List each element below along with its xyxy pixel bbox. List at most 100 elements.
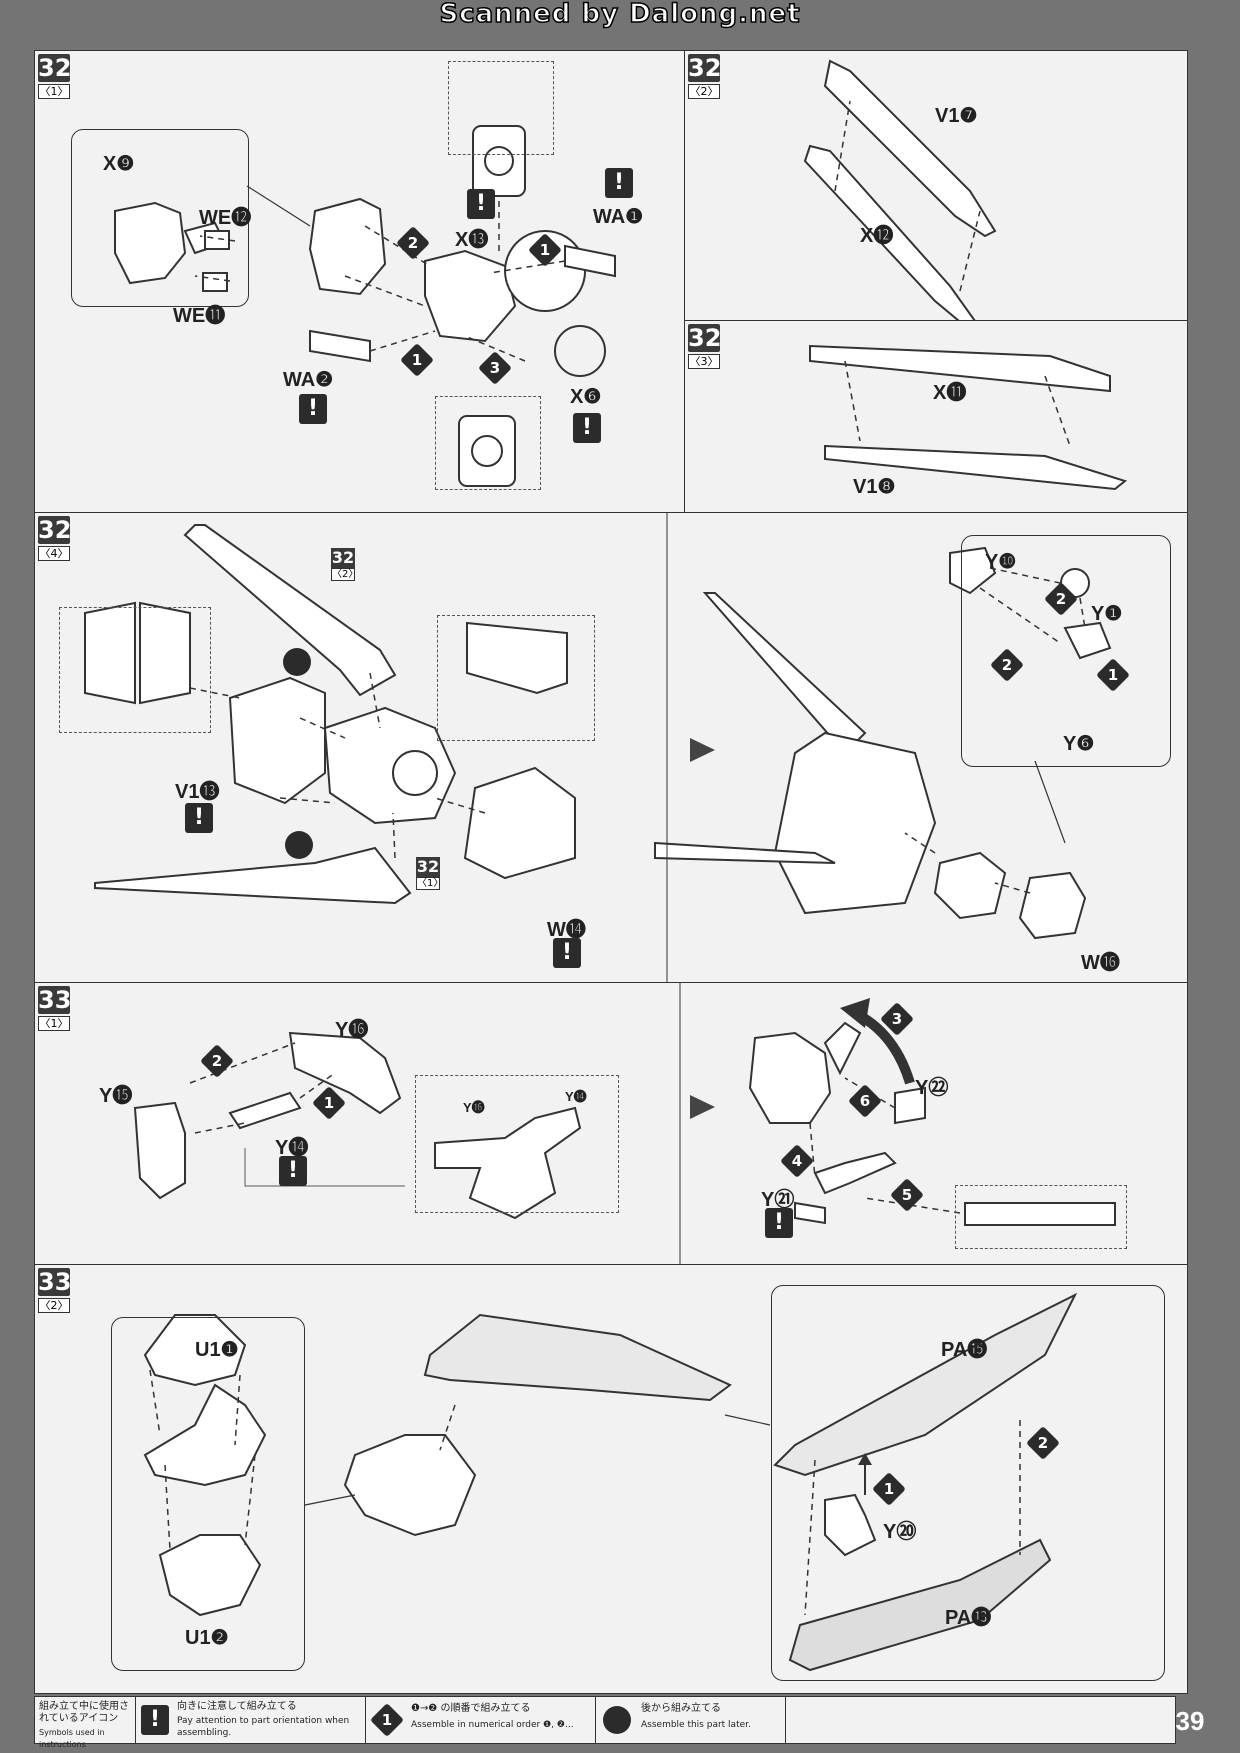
part-label: PA⓭ bbox=[945, 1607, 992, 1629]
step-badge: 33 〈2〉 bbox=[38, 1268, 72, 1313]
legend-title-jp: 組み立て中に使用されているアイコン bbox=[39, 1701, 129, 1724]
order-marker: 1 bbox=[312, 1086, 346, 1120]
legend-later-en: Assemble this part later. bbox=[641, 1720, 751, 1730]
step-substep: 〈1〉 bbox=[38, 84, 70, 99]
assembly-drawing bbox=[143, 1292, 1078, 1672]
callout-box bbox=[71, 129, 249, 307]
part-label: Y⓰ bbox=[463, 1100, 485, 1115]
order-marker: 6 bbox=[848, 1084, 882, 1118]
order-marker: 3 bbox=[478, 351, 512, 385]
panel-step-32-2: 32 〈2〉 V1❼ X⓬ bbox=[684, 50, 1188, 322]
legend-orientation-cell: ! 向きに注意して組み立てる Pay attention to part ori… bbox=[135, 1697, 366, 1743]
warning-icon: ! bbox=[279, 1156, 307, 1186]
step-badge: 32 〈3〉 bbox=[688, 324, 722, 369]
step-substep: 〈3〉 bbox=[688, 354, 720, 369]
part-label: X⓫ bbox=[933, 382, 967, 404]
panel-step-33-1: 33 〈1〉 bbox=[34, 982, 1188, 1266]
step-number: 32 bbox=[688, 324, 722, 352]
part-label: Y㉑ bbox=[761, 1189, 795, 1211]
step-substep: 〈4〉 bbox=[38, 546, 70, 561]
part-label: X⓭ bbox=[455, 229, 489, 251]
reference-substep: 〈1〉 bbox=[416, 877, 444, 890]
legend-title-en: Symbols used in instructions bbox=[39, 1728, 105, 1749]
warning-icon: ! bbox=[765, 1208, 793, 1238]
order-marker: 3 bbox=[880, 1002, 914, 1036]
watermark: Scanned by Dalong.net bbox=[439, 0, 801, 29]
order-marker: 1 bbox=[872, 1472, 906, 1506]
part-label: Y⓯ bbox=[99, 1085, 133, 1107]
assembly-drawing bbox=[84, 513, 1112, 983]
part-label: W⓰ bbox=[1081, 952, 1120, 974]
part-label: X⓬ bbox=[860, 225, 894, 247]
panel-step-32-3: 32 〈3〉 X⓫ V1❽ bbox=[684, 320, 1188, 514]
step-badge: 32 〈1〉 bbox=[38, 54, 72, 99]
part-label: PA⓯ bbox=[941, 1339, 988, 1361]
inset-box bbox=[59, 607, 211, 733]
part-label: Y㉒ bbox=[915, 1077, 949, 1099]
order-marker: 2 bbox=[990, 648, 1024, 682]
inset-box-top bbox=[448, 61, 554, 155]
assembly-drawing bbox=[809, 344, 1128, 491]
order-marker: 1 bbox=[370, 1703, 404, 1737]
legend-orient-jp: 向きに注意して組み立てる bbox=[177, 1701, 297, 1712]
step-number: 32 bbox=[688, 54, 722, 82]
order-marker: 5 bbox=[890, 1178, 924, 1212]
part-label: Y⑳ bbox=[883, 1521, 917, 1543]
step-substep: 〈1〉 bbox=[38, 1016, 70, 1031]
step-badge: 32 〈4〉 bbox=[38, 516, 72, 561]
step-number: 33 bbox=[38, 1268, 72, 1296]
order-marker: 1 bbox=[528, 233, 562, 267]
reference-number: 32 bbox=[416, 857, 440, 877]
part-label: WA❶ bbox=[593, 206, 644, 228]
legend-later-jp: 後から組み立てる bbox=[641, 1703, 721, 1714]
inset-box bbox=[415, 1075, 619, 1213]
part-label: WE⓬ bbox=[199, 207, 252, 229]
callout-box bbox=[961, 535, 1171, 767]
order-marker: 1 bbox=[1096, 658, 1130, 692]
step-substep: 〈2〉 bbox=[38, 1298, 70, 1313]
step-number: 33 bbox=[38, 986, 72, 1014]
callout-box bbox=[111, 1317, 305, 1671]
part-label: Y⓰ bbox=[335, 1019, 369, 1041]
later-icon bbox=[283, 648, 311, 676]
reference-number: 32 bbox=[331, 548, 355, 568]
page-number: 39 bbox=[1175, 1706, 1205, 1736]
later-icon bbox=[285, 831, 313, 859]
warning-icon: ! bbox=[141, 1705, 169, 1735]
panel-step-32-4: 32 〈4〉 bbox=[34, 512, 1188, 984]
inset-box bbox=[955, 1185, 1127, 1249]
reference-substep: 〈2〉 bbox=[331, 568, 359, 581]
panel-step-33-2: 33 〈2〉 U1❶ bbox=[34, 1264, 1188, 1694]
part-label: Y❶ bbox=[1091, 603, 1123, 625]
part-label: Y⓮ bbox=[565, 1089, 587, 1104]
order-marker: 2 bbox=[396, 226, 430, 260]
part-label: V1❼ bbox=[935, 105, 978, 127]
part-label: Y❻ bbox=[1063, 733, 1095, 755]
order-marker: 4 bbox=[780, 1144, 814, 1178]
part-label: Y❿ bbox=[985, 551, 1017, 573]
inset-box bbox=[437, 615, 595, 741]
order-marker: 1 bbox=[400, 343, 434, 377]
legend-order-en: Assemble in numerical order ❶, ❷... bbox=[411, 1720, 574, 1730]
warning-icon: ! bbox=[553, 938, 581, 968]
panel-step-32-1: 32 〈1〉 bbox=[34, 50, 686, 514]
inset-box-bottom bbox=[435, 396, 541, 490]
order-marker: 2 bbox=[200, 1044, 234, 1078]
step-badge: 32 〈2〉 bbox=[688, 54, 722, 99]
part-label: W⓮ bbox=[547, 919, 586, 941]
symbol-legend: 組み立て中に使用されているアイコン Symbols used in instru… bbox=[34, 1696, 1176, 1749]
legend-title-cell: 組み立て中に使用されているアイコン Symbols used in instru… bbox=[35, 1697, 136, 1749]
reference-badge: 32 〈1〉 bbox=[416, 857, 444, 890]
part-label: U1❶ bbox=[195, 1339, 239, 1361]
warning-icon: ! bbox=[185, 803, 213, 833]
step-number: 32 bbox=[38, 516, 72, 544]
step-number: 32 bbox=[38, 54, 72, 82]
assembly-drawing bbox=[133, 983, 1116, 1265]
warning-icon: ! bbox=[299, 394, 327, 424]
order-marker: 2 bbox=[1026, 1426, 1060, 1460]
callout-box bbox=[771, 1285, 1165, 1681]
part-label: WA❷ bbox=[283, 369, 334, 391]
order-marker: 2 bbox=[1044, 582, 1078, 616]
part-label: WE⓫ bbox=[173, 305, 226, 327]
reference-badge: 32 〈2〉 bbox=[331, 548, 359, 581]
